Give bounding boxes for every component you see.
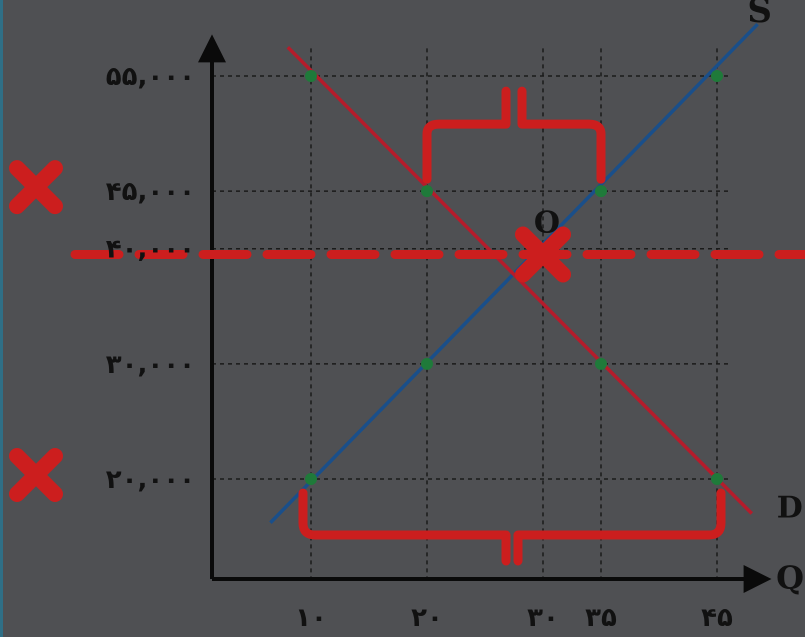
y-tick-label: ۵۵,۰۰۰: [106, 62, 195, 92]
annotation-layer: [9, 86, 805, 566]
label-layer: S DQ O ۱۰ ۲۰ ۳۰ ۳۵ ۴۵ ۲۰,۰۰۰ ۳۰,۰۰۰ ۴۰,۰۰۰ ۴۵,۰۰۰ ۵۵…: [106, 0, 804, 633]
x-tick-label: ۱۰: [295, 603, 327, 633]
data-point-s: [711, 70, 723, 82]
data-point-s: [305, 473, 317, 485]
data-point-s: [595, 185, 607, 198]
bottom-bracket: [298, 488, 726, 566]
x-tick-label: ۴۵: [701, 603, 733, 633]
y-tick-label: ۴۵,۰۰۰: [106, 177, 195, 207]
x-tick-label: ۳۰: [527, 603, 559, 633]
line-layer: [269, 22, 759, 524]
x-mark-stroke: [9, 448, 63, 502]
point-layer: [305, 70, 723, 485]
data-point-d: [711, 473, 723, 485]
series-label-s: S: [747, 0, 772, 31]
x-mark-stroke: [515, 226, 571, 283]
x-tick-label: ۲۰: [411, 603, 443, 633]
data-point-d: [421, 185, 433, 198]
equilibrium-label: O: [534, 206, 560, 241]
y-tick-label: ۴۰,۰۰۰: [106, 235, 195, 265]
y-tick-label: ۳۰,۰۰۰: [106, 350, 195, 380]
y-tick-label: ۲۰,۰۰۰: [106, 465, 195, 495]
data-point-d: [595, 357, 607, 370]
left-edge-strip: [0, 0, 3, 637]
equilibrium-x-mark: [515, 226, 571, 283]
crossed-tick-x-mark: [9, 160, 63, 215]
data-point-s: [421, 357, 433, 370]
x-axis-label: Q: [776, 559, 804, 597]
axis-layer: [198, 34, 772, 593]
x-tick-label: ۳۵: [585, 603, 617, 633]
data-point-d: [305, 70, 317, 82]
crossed-tick-x-mark: [9, 448, 63, 502]
top-bracket: [422, 86, 606, 184]
series-label-d: D: [777, 491, 803, 526]
x-mark-stroke: [9, 160, 63, 215]
